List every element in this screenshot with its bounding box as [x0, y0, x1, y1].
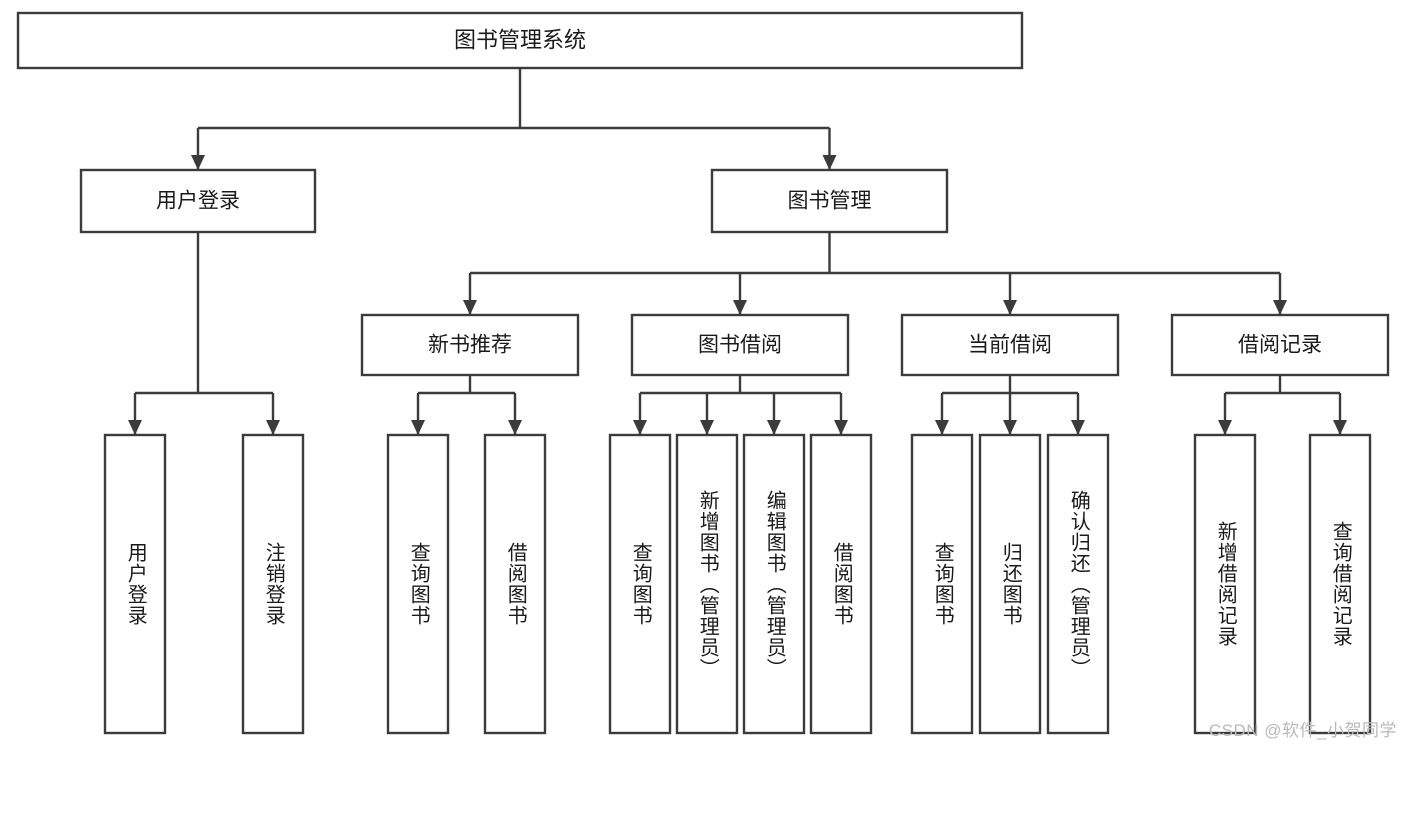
node-leaf-confirm-return[interactable] [1046, 433, 1110, 735]
node-book-manage[interactable] [710, 168, 949, 234]
boxes-layer [16, 11, 1390, 735]
connectors-layer [128, 68, 1347, 435]
node-leaf-add-borrow-record[interactable] [1193, 433, 1257, 735]
node-root[interactable] [16, 11, 1024, 70]
arrow-head-icon [266, 420, 280, 435]
node-label-new-book-recommend: 新书推荐 [428, 334, 512, 357]
node-leaf-user-login[interactable] [103, 433, 167, 735]
arrow-head-icon [767, 420, 781, 435]
arrow-head-icon [1071, 420, 1085, 435]
node-leaf-return-book[interactable] [978, 433, 1042, 735]
node-leaf-query-book-1[interactable] [386, 433, 450, 735]
node-book-borrow[interactable] [630, 313, 850, 377]
arrow-head-icon [508, 420, 522, 435]
arrow-head-icon [1273, 300, 1287, 315]
arrow-head-icon [700, 420, 714, 435]
node-label-book-borrow: 图书借阅 [698, 334, 782, 357]
arrow-head-icon [822, 155, 837, 170]
arrow-head-icon [128, 420, 142, 435]
node-borrow-record[interactable] [1170, 313, 1390, 377]
node-new-book-recommend[interactable] [360, 313, 580, 377]
csdn-watermark: CSDN @软件_小贺同学 [1208, 721, 1397, 740]
node-leaf-query-book-2[interactable] [608, 433, 672, 735]
node-label-borrow-record: 借阅记录 [1238, 334, 1322, 357]
node-label-root: 图书管理系统 [454, 27, 586, 52]
arrow-head-icon [191, 155, 205, 170]
arrow-head-icon [1218, 420, 1232, 435]
node-label-book-manage: 图书管理 [788, 190, 872, 213]
arrow-head-icon [463, 300, 477, 315]
arrow-head-icon [633, 420, 647, 435]
arrow-head-icon [1003, 420, 1017, 435]
arrow-head-icon [834, 420, 848, 435]
node-leaf-borrow-book-1[interactable] [483, 433, 547, 735]
node-leaf-edit-book[interactable] [742, 433, 806, 735]
arrow-head-icon [1333, 420, 1347, 435]
node-user-login[interactable] [79, 168, 317, 234]
node-label-user-login: 用户登录 [156, 190, 240, 213]
node-leaf-borrow-book-2[interactable] [809, 433, 873, 735]
arrow-head-icon [733, 300, 747, 315]
node-label-current-borrow: 当前借阅 [968, 334, 1052, 357]
node-leaf-query-book-3[interactable] [910, 433, 974, 735]
node-leaf-query-borrow-record[interactable] [1308, 433, 1372, 735]
arrow-head-icon [935, 420, 949, 435]
hierarchy-diagram: 图书管理系统用户登录图书管理新书推荐图书借阅当前借阅借阅记录 用户登录注销登录查… [16, 11, 1397, 740]
arrow-head-icon [411, 420, 425, 435]
node-current-borrow[interactable] [900, 313, 1120, 377]
node-leaf-logout-login[interactable] [241, 433, 305, 735]
arrow-head-icon [1003, 300, 1017, 315]
node-leaf-add-book[interactable] [675, 433, 739, 735]
